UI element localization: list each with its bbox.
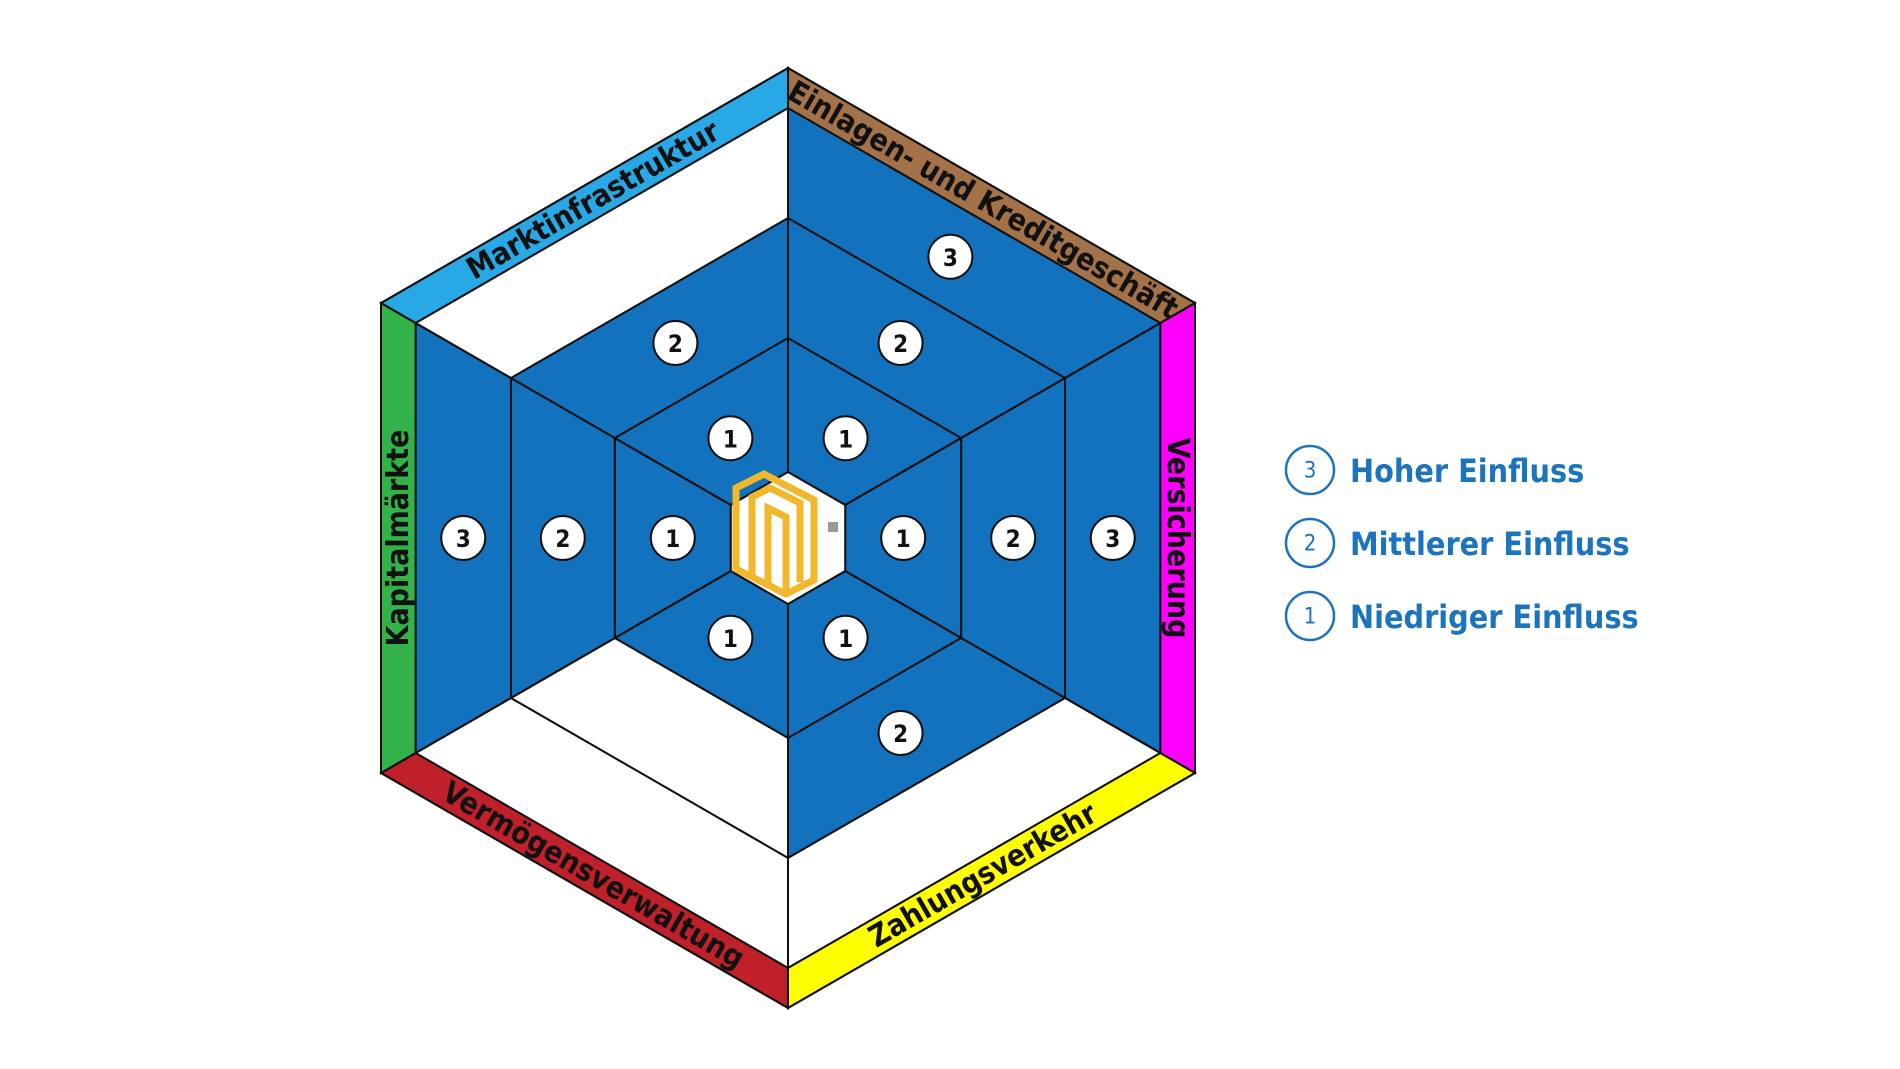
badge-circle bbox=[649, 515, 696, 561]
impact-badge-2-2: 2 bbox=[990, 515, 1037, 561]
impact-badge-1-1: 1 bbox=[822, 415, 869, 462]
impact-badge-3-2: 2 bbox=[877, 710, 924, 756]
legend-number: 1 bbox=[1304, 605, 1317, 630]
badge-value: 2 bbox=[893, 330, 908, 358]
impact-badge-2-1: 1 bbox=[880, 515, 927, 561]
hexagon-frame bbox=[379, 66, 1197, 1010]
outer-outline bbox=[380, 66, 1196, 1010]
legend-number: 3 bbox=[1304, 459, 1317, 484]
badge-circle bbox=[990, 515, 1037, 561]
badge-value: 3 bbox=[1105, 525, 1120, 553]
badge-circle bbox=[822, 415, 869, 462]
badge-value: 1 bbox=[723, 425, 738, 453]
badge-circle bbox=[927, 233, 974, 280]
badge-value: 1 bbox=[723, 625, 738, 653]
badge-circle bbox=[1089, 515, 1136, 561]
badge-circle bbox=[822, 614, 869, 661]
badge-value: 2 bbox=[555, 525, 570, 553]
impact-badge-1-2: 2 bbox=[877, 320, 924, 366]
divider-line bbox=[380, 570, 732, 774]
badge-circle bbox=[652, 320, 699, 366]
badge-circle bbox=[440, 515, 487, 561]
legend-circle bbox=[1284, 444, 1336, 496]
legend-label: Hoher Einfluss bbox=[1350, 452, 1584, 490]
badge-value: 2 bbox=[893, 720, 908, 748]
impact-badge-2-3: 3 bbox=[1089, 515, 1136, 561]
impact-badge-5-2: 2 bbox=[539, 515, 586, 561]
impact-badge-5-1: 1 bbox=[649, 515, 696, 561]
badge-value: 1 bbox=[665, 525, 680, 553]
segment-label-2: Versicherung bbox=[1160, 438, 1195, 639]
divider-line bbox=[844, 302, 1196, 506]
impact-badge-5-3: 3 bbox=[440, 515, 487, 561]
badge-value: 1 bbox=[896, 525, 911, 553]
badge-circle bbox=[877, 320, 924, 366]
badge-circle bbox=[880, 515, 927, 561]
impact-badge-1-3: 3 bbox=[927, 233, 974, 280]
legend-label: Mittlerer Einfluss bbox=[1350, 525, 1630, 563]
legend-circle bbox=[1284, 517, 1336, 569]
badge-circle bbox=[539, 515, 586, 561]
badge-circle bbox=[707, 614, 754, 661]
legend-circle bbox=[1284, 590, 1336, 642]
impact-badge-6-2: 2 bbox=[652, 320, 699, 366]
center-logo bbox=[729, 470, 847, 606]
badge-value: 2 bbox=[668, 330, 683, 358]
legend-item-1: 1 Niedriger Einfluss bbox=[1284, 590, 1639, 642]
impact-badge-3-1: 1 bbox=[822, 614, 869, 661]
badge-value: 2 bbox=[1006, 525, 1021, 553]
badge-circle bbox=[877, 710, 924, 756]
badge-circle bbox=[707, 415, 754, 462]
impact-badges: 1 2 3 1 2 3 1 2 1 1 2 3 1 2 bbox=[440, 233, 1136, 756]
segment-label-5: Kapitalmärkte bbox=[381, 430, 416, 647]
badge-value: 1 bbox=[838, 625, 853, 653]
impact-badge-4-1: 1 bbox=[707, 614, 754, 661]
legend-label: Niedriger Einfluss bbox=[1350, 598, 1639, 636]
badge-value: 3 bbox=[943, 244, 958, 272]
legend-number: 2 bbox=[1304, 532, 1317, 557]
divider-line bbox=[380, 302, 732, 506]
cube-logo-icon bbox=[732, 470, 838, 598]
legend-item-3: 3 Hoher Einfluss bbox=[1284, 444, 1584, 496]
legend-item-2: 2 Mittlerer Einfluss bbox=[1284, 517, 1630, 569]
badge-value: 3 bbox=[456, 525, 471, 553]
impact-badge-6-1: 1 bbox=[707, 415, 754, 462]
legend: 3 Hoher Einfluss 2 Mittlerer Einfluss 1 Niedr… bbox=[1284, 444, 1639, 642]
divider-line bbox=[844, 570, 1196, 774]
badge-value: 1 bbox=[838, 425, 853, 453]
